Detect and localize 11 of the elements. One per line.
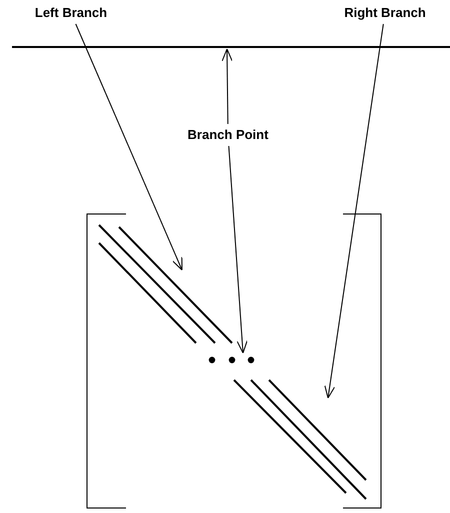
leader-arrow [324, 24, 384, 398]
diagonal-lines [233, 379, 367, 500]
callout-label: Right Branch [344, 4, 426, 22]
diagonal-lines [98, 224, 233, 344]
ellipsis-dots [208, 356, 254, 364]
leader-arrow [222, 48, 233, 124]
leader-arrow [228, 146, 248, 354]
horizontal-line [12, 46, 450, 48]
leader-arrow [75, 24, 182, 270]
callout-label: Left Branch [34, 4, 108, 22]
callout-label: Branch Point [188, 126, 268, 144]
